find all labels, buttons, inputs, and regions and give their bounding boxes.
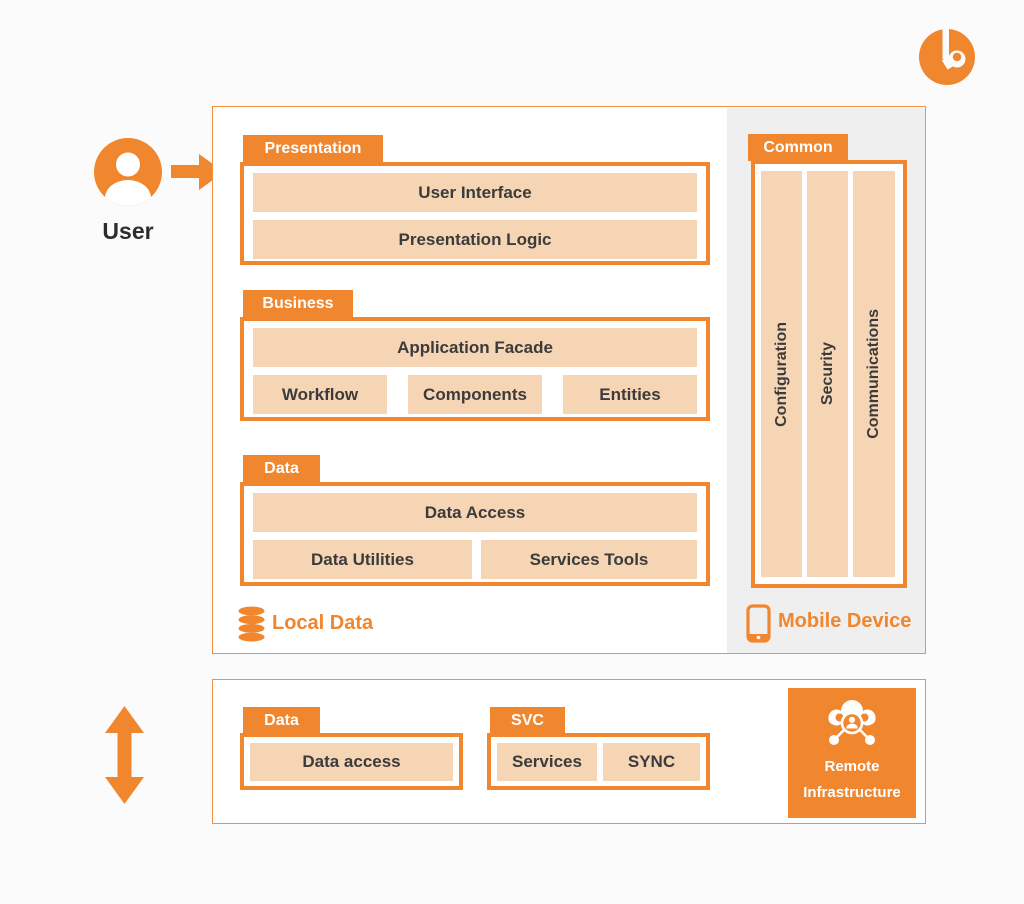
mobile-device-label: Mobile Device — [778, 610, 912, 632]
tab-svc: SVC — [490, 707, 565, 734]
vertical-double-arrow-icon — [101, 706, 148, 804]
tab-remote-data: Data — [243, 707, 320, 734]
user-icon — [93, 137, 163, 207]
remote-infrastructure-box: Remote Infrastructure — [788, 688, 916, 818]
user-label: User — [102, 218, 154, 244]
remote-infrastructure-label-line2: Infrastructure — [803, 784, 901, 802]
cloud-users-icon — [820, 696, 884, 748]
layer-workflow: Workflow — [253, 375, 387, 414]
brand-logo-icon — [917, 27, 977, 87]
tab-presentation: Presentation — [243, 135, 383, 163]
layer-services-tools: Services Tools — [481, 540, 697, 579]
database-icon — [238, 606, 265, 642]
layer-security: Security — [807, 171, 848, 577]
tab-data: Data — [243, 455, 320, 483]
layer-application-facade: Application Facade — [253, 328, 697, 367]
tab-common: Common — [748, 134, 848, 161]
layer-remote-data-access: Data access — [250, 743, 453, 781]
layer-communications: Communications — [853, 171, 895, 577]
layer-configuration: Configuration — [761, 171, 802, 577]
layer-sync: SYNC — [603, 743, 700, 781]
local-data-label: Local Data — [272, 612, 374, 634]
layer-components: Components — [408, 375, 542, 414]
layer-data-utilities: Data Utilities — [253, 540, 472, 579]
layer-data-access: Data Access — [253, 493, 697, 532]
smartphone-icon — [746, 604, 771, 643]
tab-business: Business — [243, 290, 353, 318]
arrow-right-icon — [171, 151, 224, 193]
layer-entities: Entities — [563, 375, 697, 414]
layer-user-interface: User Interface — [253, 173, 697, 212]
remote-infrastructure-label-line1: Remote — [824, 758, 880, 775]
layer-services: Services — [497, 743, 597, 781]
layer-presentation-logic: Presentation Logic — [253, 220, 697, 259]
